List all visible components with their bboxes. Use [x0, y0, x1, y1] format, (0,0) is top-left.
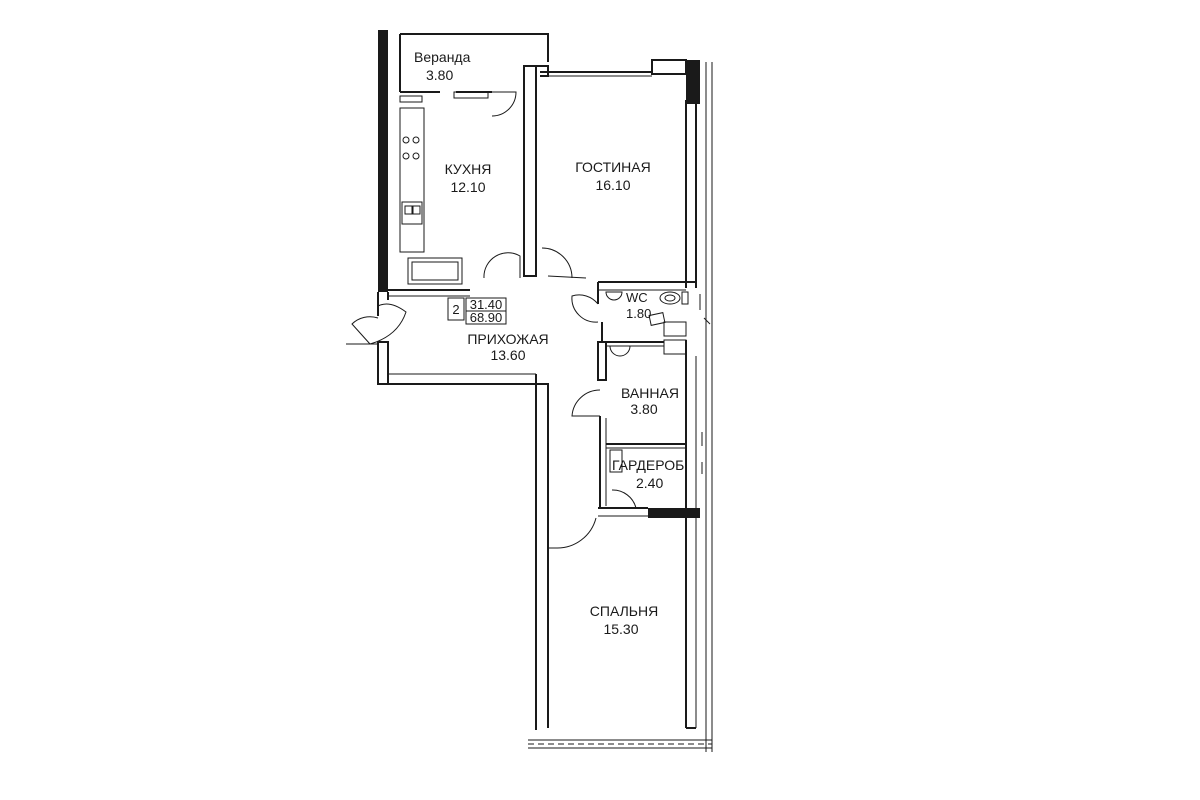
washbasin-icon [605, 291, 666, 326]
wc-name: WC [626, 290, 648, 305]
wardrobe-name: ГАРДЕРОБ [612, 457, 684, 473]
apartment-summary: 2 31.40 68.90 [447, 297, 507, 325]
doors [346, 91, 637, 549]
living-area: 31.40 [470, 297, 503, 312]
bath-washbasin-icon [609, 345, 631, 357]
kitchen-name: КУХНЯ [445, 161, 492, 177]
wardrobe-area: 2.40 [636, 475, 663, 491]
hall-name: ПРИХОЖАЯ [467, 331, 548, 347]
walls [377, 30, 713, 752]
wc-area: 1.80 [626, 306, 651, 321]
stove-icon [402, 136, 420, 160]
fridge [407, 257, 463, 285]
veranda-name: Веранда [414, 49, 471, 65]
toilet-icon [659, 291, 689, 305]
living-name: ГОСТИНАЯ [575, 159, 651, 175]
total-area: 68.90 [470, 310, 503, 325]
sink-icon [401, 201, 423, 225]
fixtures [399, 107, 711, 474]
west-exterior-wall [378, 30, 388, 292]
bedroom-area: 15.30 [603, 621, 638, 637]
bath-name: ВАННАЯ [621, 385, 679, 401]
hall-area: 13.60 [490, 347, 525, 363]
rooms-count: 2 [452, 302, 459, 317]
kitchen-area: 12.10 [450, 179, 485, 195]
room-labels: Веранда 3.80 КУХНЯ 12.10 ГОСТИНАЯ 16.10 … [414, 49, 684, 637]
kitchen-counter [399, 107, 425, 253]
bath-area: 3.80 [630, 401, 657, 417]
bedroom-name: СПАЛЬНЯ [590, 603, 658, 619]
veranda-area: 3.80 [426, 67, 453, 83]
living-area-label: 16.10 [595, 177, 630, 193]
